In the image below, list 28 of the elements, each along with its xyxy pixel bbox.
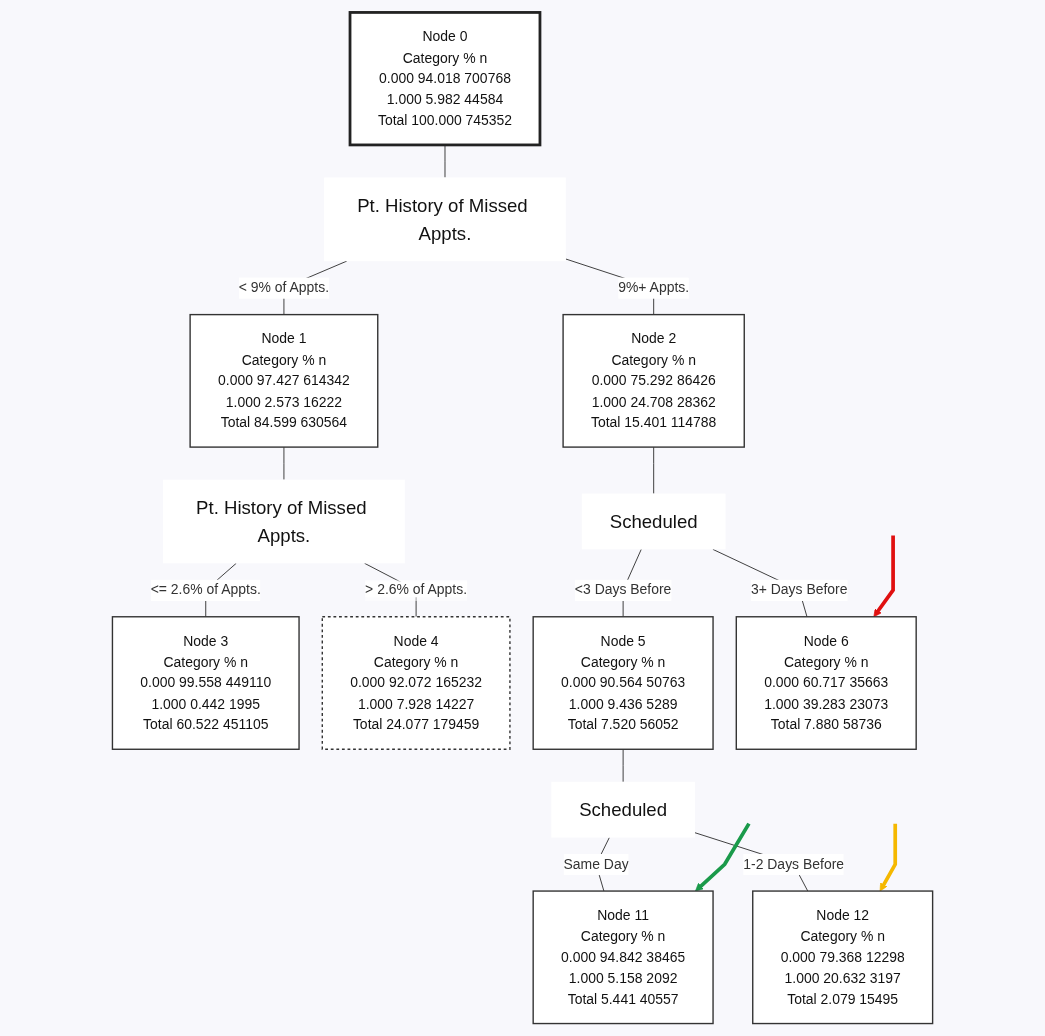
- node-box: Pt. History of Missed Appts.: [163, 479, 405, 564]
- node-box: Scheduled: [581, 493, 726, 550]
- edge-label: 1-2 Days Before: [743, 855, 845, 872]
- connector: [283, 446, 285, 481]
- node-box: Pt. History of Missed Appts.: [324, 177, 566, 262]
- edge-label: > 2.6% of Appts.: [365, 581, 468, 598]
- connector: [622, 748, 624, 783]
- node-box: Node 4 Category % n 0.000 92.072 165232 1.000 7.928 14227 Total 24.077 179459: [321, 616, 511, 750]
- edge-label: 9%+ Appts.: [618, 279, 690, 296]
- node-box: Node 12 Category % n 0.000 79.368 12298 1.000 20.632 3197 Total 2.079 15495: [752, 890, 934, 1025]
- edge-label: <3 Days Before: [574, 581, 672, 598]
- edge-label: 3+ Days Before: [750, 581, 848, 598]
- connector: [653, 446, 655, 495]
- arrow: [873, 535, 895, 618]
- node-box: Node 6 Category % n 0.000 60.717 35663 1.000 39.283 23073 Total 7.880 58736: [735, 616, 917, 750]
- edge-label: <= 2.6% of Appts.: [150, 581, 261, 598]
- node-box: Scheduled: [551, 781, 695, 838]
- edge-label: Same Day: [563, 855, 629, 872]
- node-box: Node 5 Category % n 0.000 90.564 50763 1.000 9.436 5289 Total 7.520 56052: [532, 616, 714, 750]
- node-box: Node 11 Category % n 0.000 94.842 38465 1.000 5.158 2092 Total 5.441 40557: [532, 890, 714, 1025]
- arrow: [695, 822, 751, 892]
- node-box: Node 0 Category % n 0.000 94.018 700768 1.000 5.982 44584 Total 100.000 745352: [348, 11, 542, 147]
- node-box: Node 1 Category % n 0.000 97.427 614342 1.000 2.573 16222 Total 84.599 630564: [189, 313, 379, 448]
- connector: [444, 144, 446, 178]
- node-box: Node 2 Category % n 0.000 75.292 86426 1.000 24.708 28362 Total 15.401 114788: [562, 313, 745, 448]
- arrow: [879, 823, 898, 892]
- node-box: Node 3 Category % n 0.000 99.558 449110 1.000 0.442 1995 Total 60.522 451105: [111, 616, 300, 750]
- edge-label: < 9% of Appts.: [238, 279, 330, 296]
